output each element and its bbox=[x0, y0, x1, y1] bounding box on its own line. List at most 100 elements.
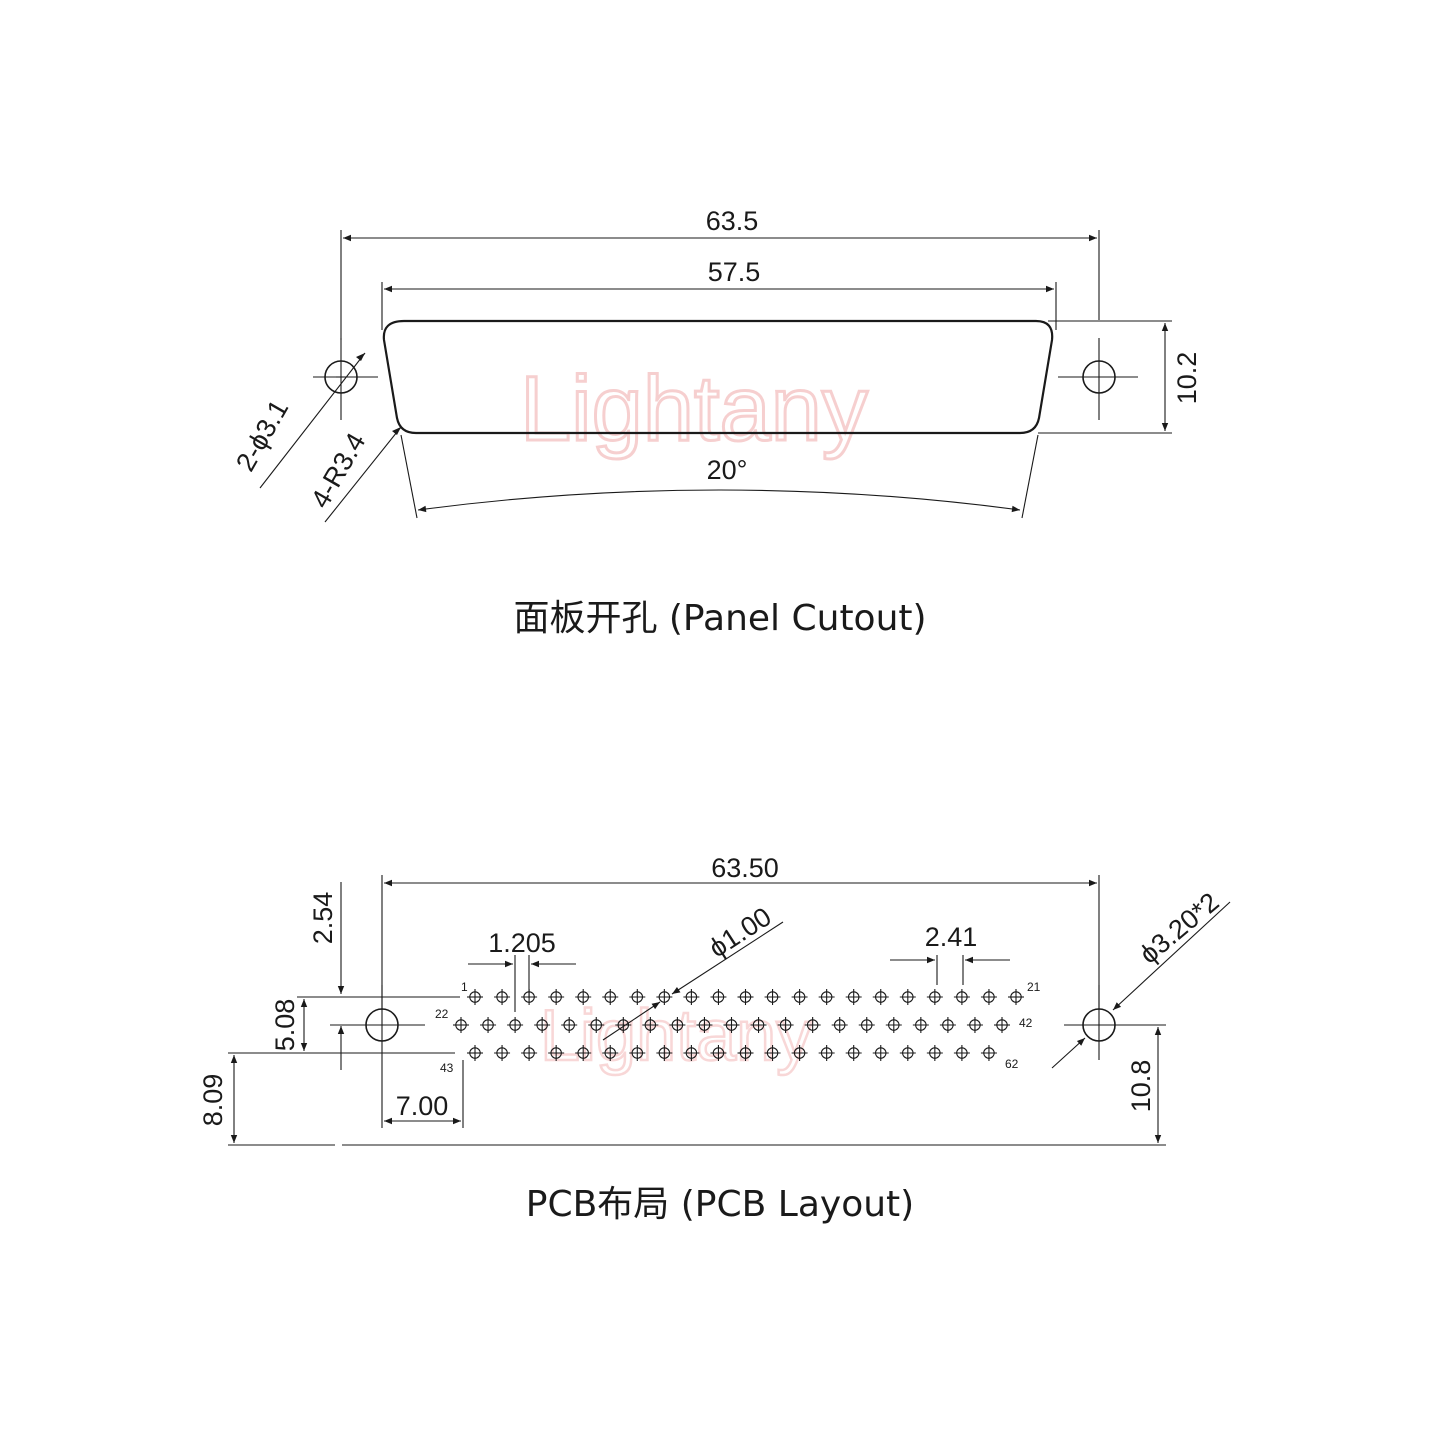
pcb-leader-mount-hole: ϕ3.20*2 bbox=[1051, 887, 1231, 1069]
pin-hole bbox=[683, 989, 700, 1005]
pin-hole bbox=[669, 1017, 686, 1033]
pin-hole bbox=[791, 1045, 808, 1061]
pin-hole bbox=[764, 1045, 781, 1061]
pin-hole bbox=[899, 989, 916, 1005]
pin-hole bbox=[926, 989, 943, 1005]
pcb-dimension-stagger: 1.205 bbox=[468, 928, 576, 1012]
right-mount-hole bbox=[1058, 338, 1138, 420]
pcb-layout-view: Lightany 1 21 22 42 43 62 63.50 bbox=[198, 853, 1231, 1225]
pin-hole bbox=[534, 1017, 551, 1033]
pin-hole bbox=[980, 989, 997, 1005]
pcb-dimension-pin-pitch: 2.41 bbox=[890, 922, 1010, 985]
dim-7-00-label: 7.00 bbox=[396, 1091, 449, 1121]
pin-hole bbox=[818, 1045, 835, 1061]
pin-hole bbox=[791, 989, 808, 1005]
dim-5-08-label: 5.08 bbox=[270, 999, 300, 1052]
dim-63-5-label: 63.5 bbox=[706, 206, 759, 236]
pin-hole bbox=[710, 1045, 727, 1061]
pin-label-21: 21 bbox=[1027, 980, 1041, 994]
pin-hole bbox=[966, 1017, 983, 1033]
pin-hole bbox=[926, 1045, 943, 1061]
pin-hole bbox=[656, 1045, 673, 1061]
pin-hole bbox=[939, 1017, 956, 1033]
pin-hole bbox=[1008, 989, 1024, 1005]
pin-label-42: 42 bbox=[1019, 1016, 1033, 1030]
pin-hole bbox=[804, 1017, 821, 1033]
pin-hole bbox=[723, 1017, 740, 1033]
leader-corner-radius: 4-R3.4 bbox=[305, 426, 402, 523]
pin-hole bbox=[494, 1045, 511, 1061]
pin-hole bbox=[588, 1017, 605, 1033]
pin-hole bbox=[507, 1017, 524, 1033]
pin-hole bbox=[764, 989, 781, 1005]
pin-hole bbox=[561, 1017, 578, 1033]
pin-hole bbox=[656, 989, 673, 1005]
pin-label-62: 62 bbox=[1005, 1057, 1019, 1071]
pin-hole bbox=[575, 1045, 592, 1061]
pin-hole bbox=[980, 1045, 997, 1061]
pin-hole bbox=[548, 989, 565, 1005]
pin-label-22: 22 bbox=[435, 1007, 449, 1021]
dim-10-2-label: 10.2 bbox=[1172, 352, 1202, 405]
pin-hole bbox=[953, 989, 970, 1005]
pcb-dimension-row-pitch: 2.54 bbox=[308, 882, 460, 1070]
pin-hole bbox=[642, 1017, 659, 1033]
dimension-overall-width: 63.5 bbox=[340, 206, 1100, 340]
pin-hole bbox=[737, 1045, 754, 1061]
panel-cutout-caption: 面板开孔 (Panel Cutout) bbox=[513, 598, 926, 639]
dimension-angle: 20° bbox=[400, 434, 1039, 519]
dim-2-54-label: 2.54 bbox=[308, 892, 338, 945]
pcb-layout-caption: PCB布局 (PCB Layout) bbox=[526, 1184, 914, 1225]
dim-2-phi-3-1-label: 2-ϕ3.1 bbox=[230, 395, 294, 476]
pin-hole bbox=[818, 989, 835, 1005]
pcb-dimension-bottom-offset: 8.09 bbox=[198, 1052, 455, 1146]
pin-label-1: 1 bbox=[461, 980, 468, 994]
pin-hole bbox=[548, 1045, 565, 1061]
pin-hole bbox=[994, 1017, 1010, 1033]
pcb-dimension-overall-width: 63.50 bbox=[381, 853, 1100, 1010]
dim-phi-3-20-label: ϕ3.20*2 bbox=[1134, 887, 1225, 970]
pin-label-43: 43 bbox=[440, 1061, 454, 1075]
pin-hole bbox=[629, 989, 646, 1005]
pin-hole bbox=[912, 1017, 929, 1033]
pin-hole bbox=[480, 1017, 497, 1033]
dimension-height: 10.2 bbox=[1038, 320, 1202, 434]
pcb-dimension-mount-height: 10.8 bbox=[1126, 1027, 1162, 1143]
pin-hole bbox=[683, 1045, 700, 1061]
pin-hole bbox=[602, 989, 619, 1005]
dim-10-8-label: 10.8 bbox=[1126, 1060, 1156, 1113]
pin-hole bbox=[467, 989, 483, 1005]
dim-4-r-3-4-label: 4-R3.4 bbox=[305, 428, 372, 513]
dim-63-50-label: 63.50 bbox=[711, 853, 779, 883]
dim-phi-1-00-label: ϕ1.00 bbox=[704, 901, 777, 963]
pin-hole bbox=[885, 1017, 902, 1033]
pin-hole bbox=[521, 1045, 538, 1061]
pin-hole bbox=[737, 989, 754, 1005]
pin-hole bbox=[872, 989, 889, 1005]
pin-hole bbox=[710, 989, 727, 1005]
dim-20-deg-label: 20° bbox=[707, 455, 748, 485]
pin-hole bbox=[602, 1045, 619, 1061]
pin-hole bbox=[696, 1017, 713, 1033]
pin-hole bbox=[845, 989, 862, 1005]
pin-hole bbox=[845, 1045, 862, 1061]
pin-hole bbox=[858, 1017, 875, 1033]
pin-hole bbox=[899, 1045, 916, 1061]
pin-hole bbox=[575, 989, 592, 1005]
pin-hole bbox=[750, 1017, 767, 1033]
dim-1-205-label: 1.205 bbox=[488, 928, 556, 958]
watermark-pcb: Lightany bbox=[540, 996, 812, 1076]
pcb-right-mount-hole bbox=[1064, 985, 1166, 1060]
pin-field bbox=[453, 989, 1024, 1061]
pin-hole bbox=[494, 989, 511, 1005]
dim-57-5-label: 57.5 bbox=[708, 257, 761, 287]
dimension-shell-width: 57.5 bbox=[381, 257, 1057, 330]
panel-cutout-view: Lightany 63.5 57.5 bbox=[230, 206, 1202, 639]
dim-8-09-label: 8.09 bbox=[198, 1074, 228, 1127]
pcb-dimension-mount-spacing: 5.08 bbox=[270, 996, 340, 1052]
pin-hole bbox=[467, 1045, 483, 1061]
pcb-left-mount-hole bbox=[330, 985, 425, 1070]
pin-hole bbox=[453, 1017, 469, 1033]
pin-hole bbox=[629, 1045, 646, 1061]
